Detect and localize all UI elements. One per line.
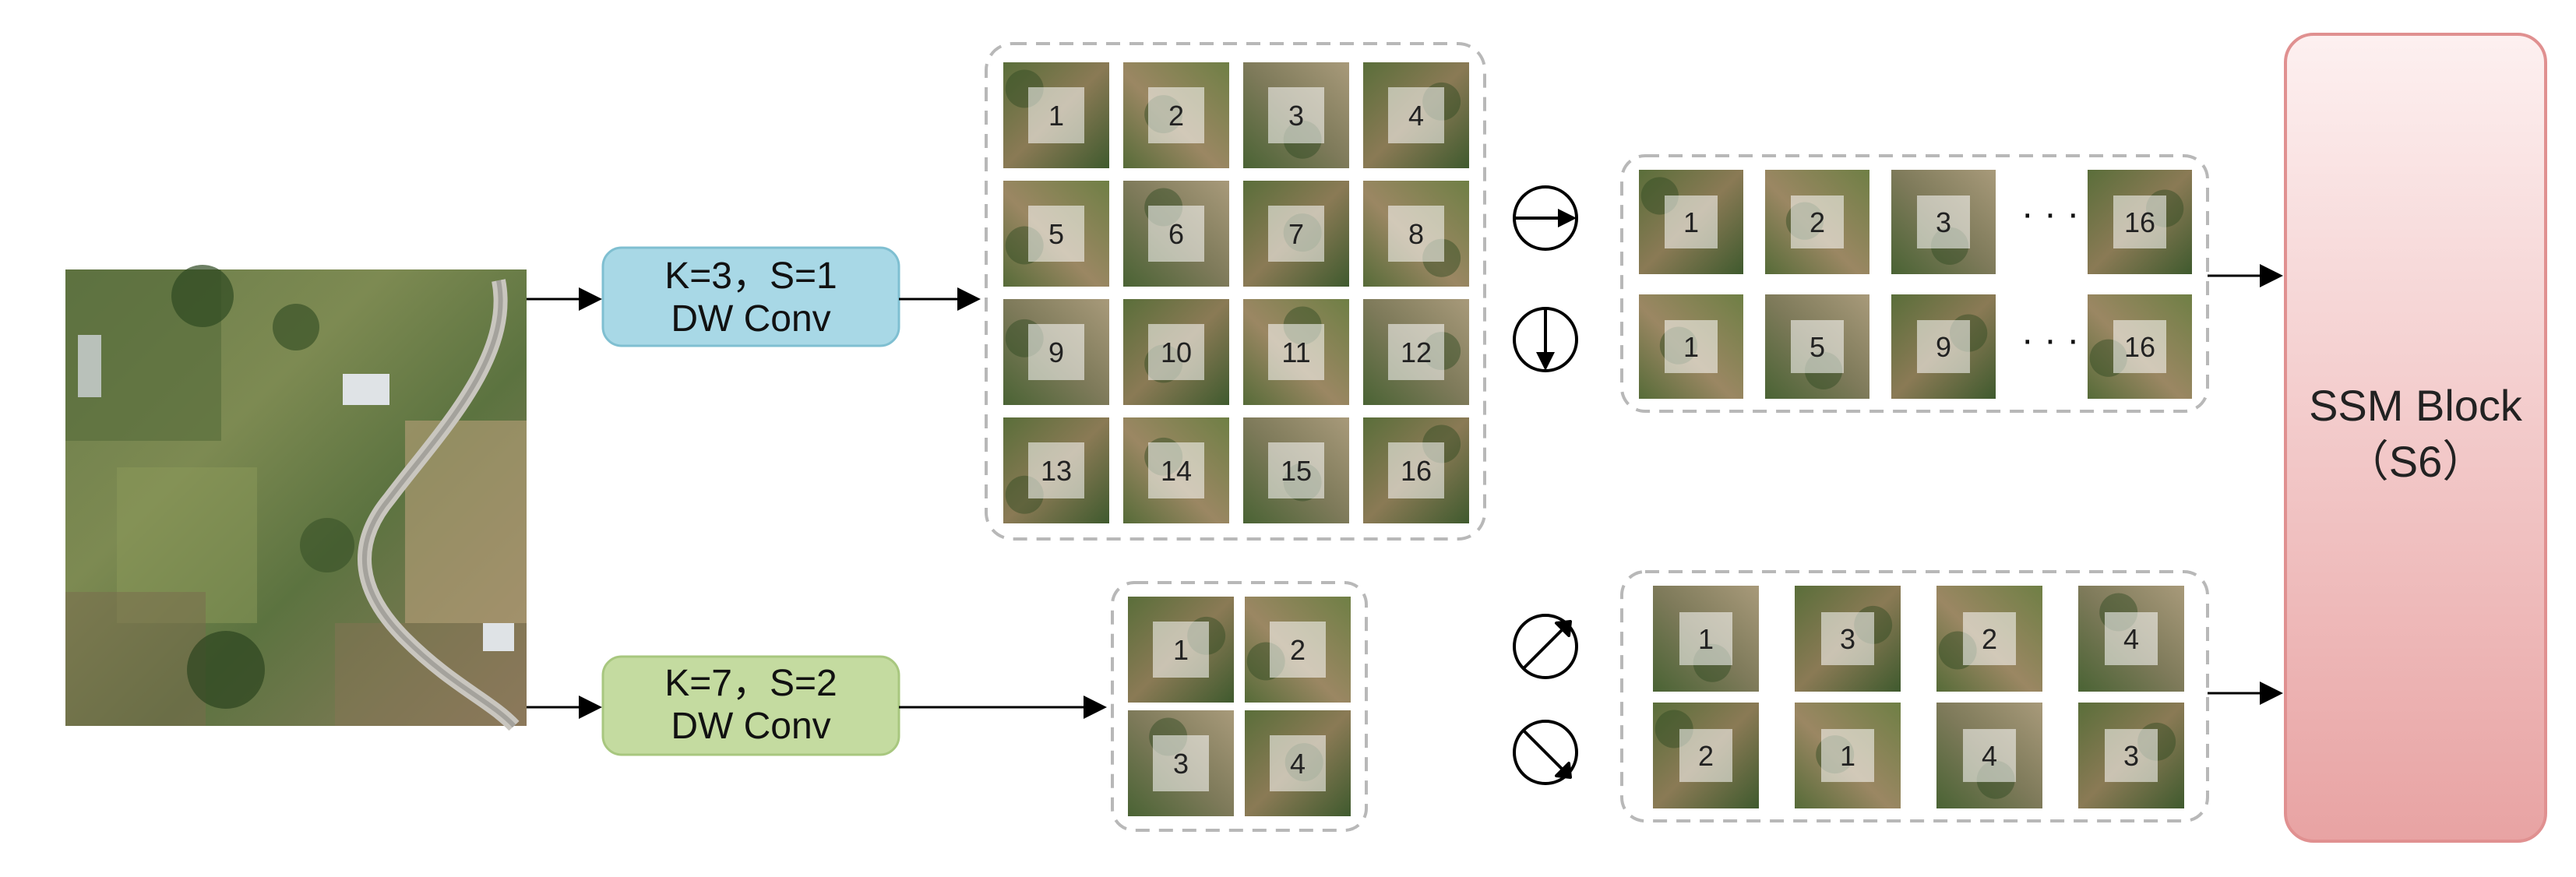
scan-seq-top-container xyxy=(1620,154,2209,413)
patch-label: 9 xyxy=(1936,331,1951,363)
grid4-patch: 6 xyxy=(1123,181,1229,287)
patch-label: 16 xyxy=(2124,206,2155,238)
horizontal-ellipsis: · · · xyxy=(2021,193,2080,234)
grid4-patch: 13 xyxy=(1003,417,1109,523)
grid2-patches: 1 2 3 4 xyxy=(1128,597,1351,816)
grid4-patch: 1 xyxy=(1003,62,1109,168)
patch-label: 8 xyxy=(1408,218,1424,250)
horizontal-scan-patch: 1 xyxy=(1639,170,1743,274)
grid4-patch: 3 xyxy=(1243,62,1349,168)
patch-label: 3 xyxy=(2123,740,2139,772)
patch-label: 3 xyxy=(1840,623,1855,655)
patch-label: 1 xyxy=(1683,331,1699,363)
conv2-kernel-label: K=7，S=2 xyxy=(664,663,837,704)
patch-label: 2 xyxy=(1982,623,1997,655)
diagonal-up-scan-icon xyxy=(1513,614,1578,679)
patch-label: 4 xyxy=(2123,623,2139,655)
scan-sequences: 1 2 3 16 1 5 9 16 1 3 2 4 2 1 4 3 xyxy=(1639,170,2192,808)
diagonal-down-scan-patch: 3 xyxy=(2078,703,2184,808)
grid4-patch: 14 xyxy=(1123,417,1229,523)
patch-label: 13 xyxy=(1041,455,1072,487)
patch-label: 1 xyxy=(1173,634,1189,666)
grid4-patch: 9 xyxy=(1003,299,1109,405)
diagonal-down-scan-patch: 4 xyxy=(1936,703,2042,808)
grid4-patch: 4 xyxy=(1363,62,1469,168)
vertical-scan-patch: 1 xyxy=(1639,294,1743,399)
patch-label: 2 xyxy=(1168,100,1184,132)
grid4-patch: 8 xyxy=(1363,181,1469,287)
vertical-scan-patch: 16 xyxy=(2088,294,2192,399)
patch-label: 5 xyxy=(1810,331,1825,363)
grid2-patch: 3 xyxy=(1128,710,1234,816)
conv1-kernel-label: K=3，S=1 xyxy=(664,255,837,297)
patch-label: 3 xyxy=(1173,748,1189,780)
patch-label: 5 xyxy=(1048,218,1064,250)
diagonal-down-scan-patch: 2 xyxy=(1653,703,1759,808)
grid2-patch: 1 xyxy=(1128,597,1234,703)
grid2-patch: 2 xyxy=(1245,597,1351,703)
patch-label: 3 xyxy=(1288,100,1304,132)
vertical-scan-patch: 9 xyxy=(1891,294,1996,399)
ssm-block: SSM Block （S6） xyxy=(2284,33,2547,843)
patch-label: 15 xyxy=(1281,455,1312,487)
diagonal-up-scan-patch: 3 xyxy=(1795,586,1901,692)
diagonal-down-scan-patch: 1 xyxy=(1795,703,1901,808)
diagonal-up-scan-patch: 1 xyxy=(1653,586,1759,692)
patch-label: 6 xyxy=(1168,218,1184,250)
grid4-patch: 7 xyxy=(1243,181,1349,287)
patch-label: 4 xyxy=(1408,100,1424,132)
patch-label: 12 xyxy=(1401,336,1432,368)
patch-label: 11 xyxy=(1281,336,1310,368)
ssm-block-title: SSM Block xyxy=(2309,381,2523,430)
grid4-patch: 12 xyxy=(1363,299,1469,405)
vertical-scan-patch: 5 xyxy=(1765,294,1869,399)
patch-label: 16 xyxy=(2124,331,2155,363)
grid4-patch: 15 xyxy=(1243,417,1349,523)
patch-label: 4 xyxy=(1290,748,1306,780)
horizontal-scan-icon xyxy=(1513,185,1578,251)
diagonal-up-scan-patch: 4 xyxy=(2078,586,2184,692)
vertical-ellipsis: · · · xyxy=(2021,319,2080,361)
patch-label: 4 xyxy=(1982,740,1997,772)
patch-label: 10 xyxy=(1161,336,1192,368)
grid2-patch: 4 xyxy=(1245,710,1351,816)
patch-label: 1 xyxy=(1683,206,1699,238)
patch-label: 1 xyxy=(1840,740,1855,772)
diagonal-down-scan-icon xyxy=(1513,720,1578,785)
grid4-patch: 16 xyxy=(1363,417,1469,523)
horizontal-scan-patch: 16 xyxy=(2088,170,2192,274)
horizontal-scan-patch: 3 xyxy=(1891,170,1996,274)
grid2-container xyxy=(1111,581,1368,832)
patch-label: 2 xyxy=(1290,634,1306,666)
patch-label: 2 xyxy=(1698,740,1714,772)
scan-seq-bottom-container xyxy=(1620,570,2209,822)
patch-label: 1 xyxy=(1698,623,1714,655)
grid4-patch: 5 xyxy=(1003,181,1109,287)
patch-label: 16 xyxy=(1401,455,1432,487)
patch-label: 3 xyxy=(1936,206,1951,238)
conv2-box: K=7，S=2 DW Conv xyxy=(601,655,900,756)
conv1-box: K=3，S=1 DW Conv xyxy=(601,246,900,347)
grid4-patch: 11 xyxy=(1243,299,1349,405)
conv1-type-label: DW Conv xyxy=(671,298,830,340)
diagonal-up-scan-patch: 2 xyxy=(1936,586,2042,692)
patch-label: 14 xyxy=(1161,455,1192,487)
patch-label: 7 xyxy=(1288,218,1304,250)
patch-label: 9 xyxy=(1048,336,1064,368)
grid4-patch: 2 xyxy=(1123,62,1229,168)
grid4-container xyxy=(985,42,1486,541)
ssm-block-subtitle: （S6） xyxy=(2345,437,2486,486)
conv2-type-label: DW Conv xyxy=(671,706,830,747)
horizontal-scan-patch: 2 xyxy=(1765,170,1869,274)
grid4-patch: 10 xyxy=(1123,299,1229,405)
patch-label: 1 xyxy=(1048,100,1064,132)
input-aerial-image xyxy=(65,265,527,731)
vertical-scan-icon xyxy=(1513,307,1578,372)
patch-label: 2 xyxy=(1810,206,1825,238)
